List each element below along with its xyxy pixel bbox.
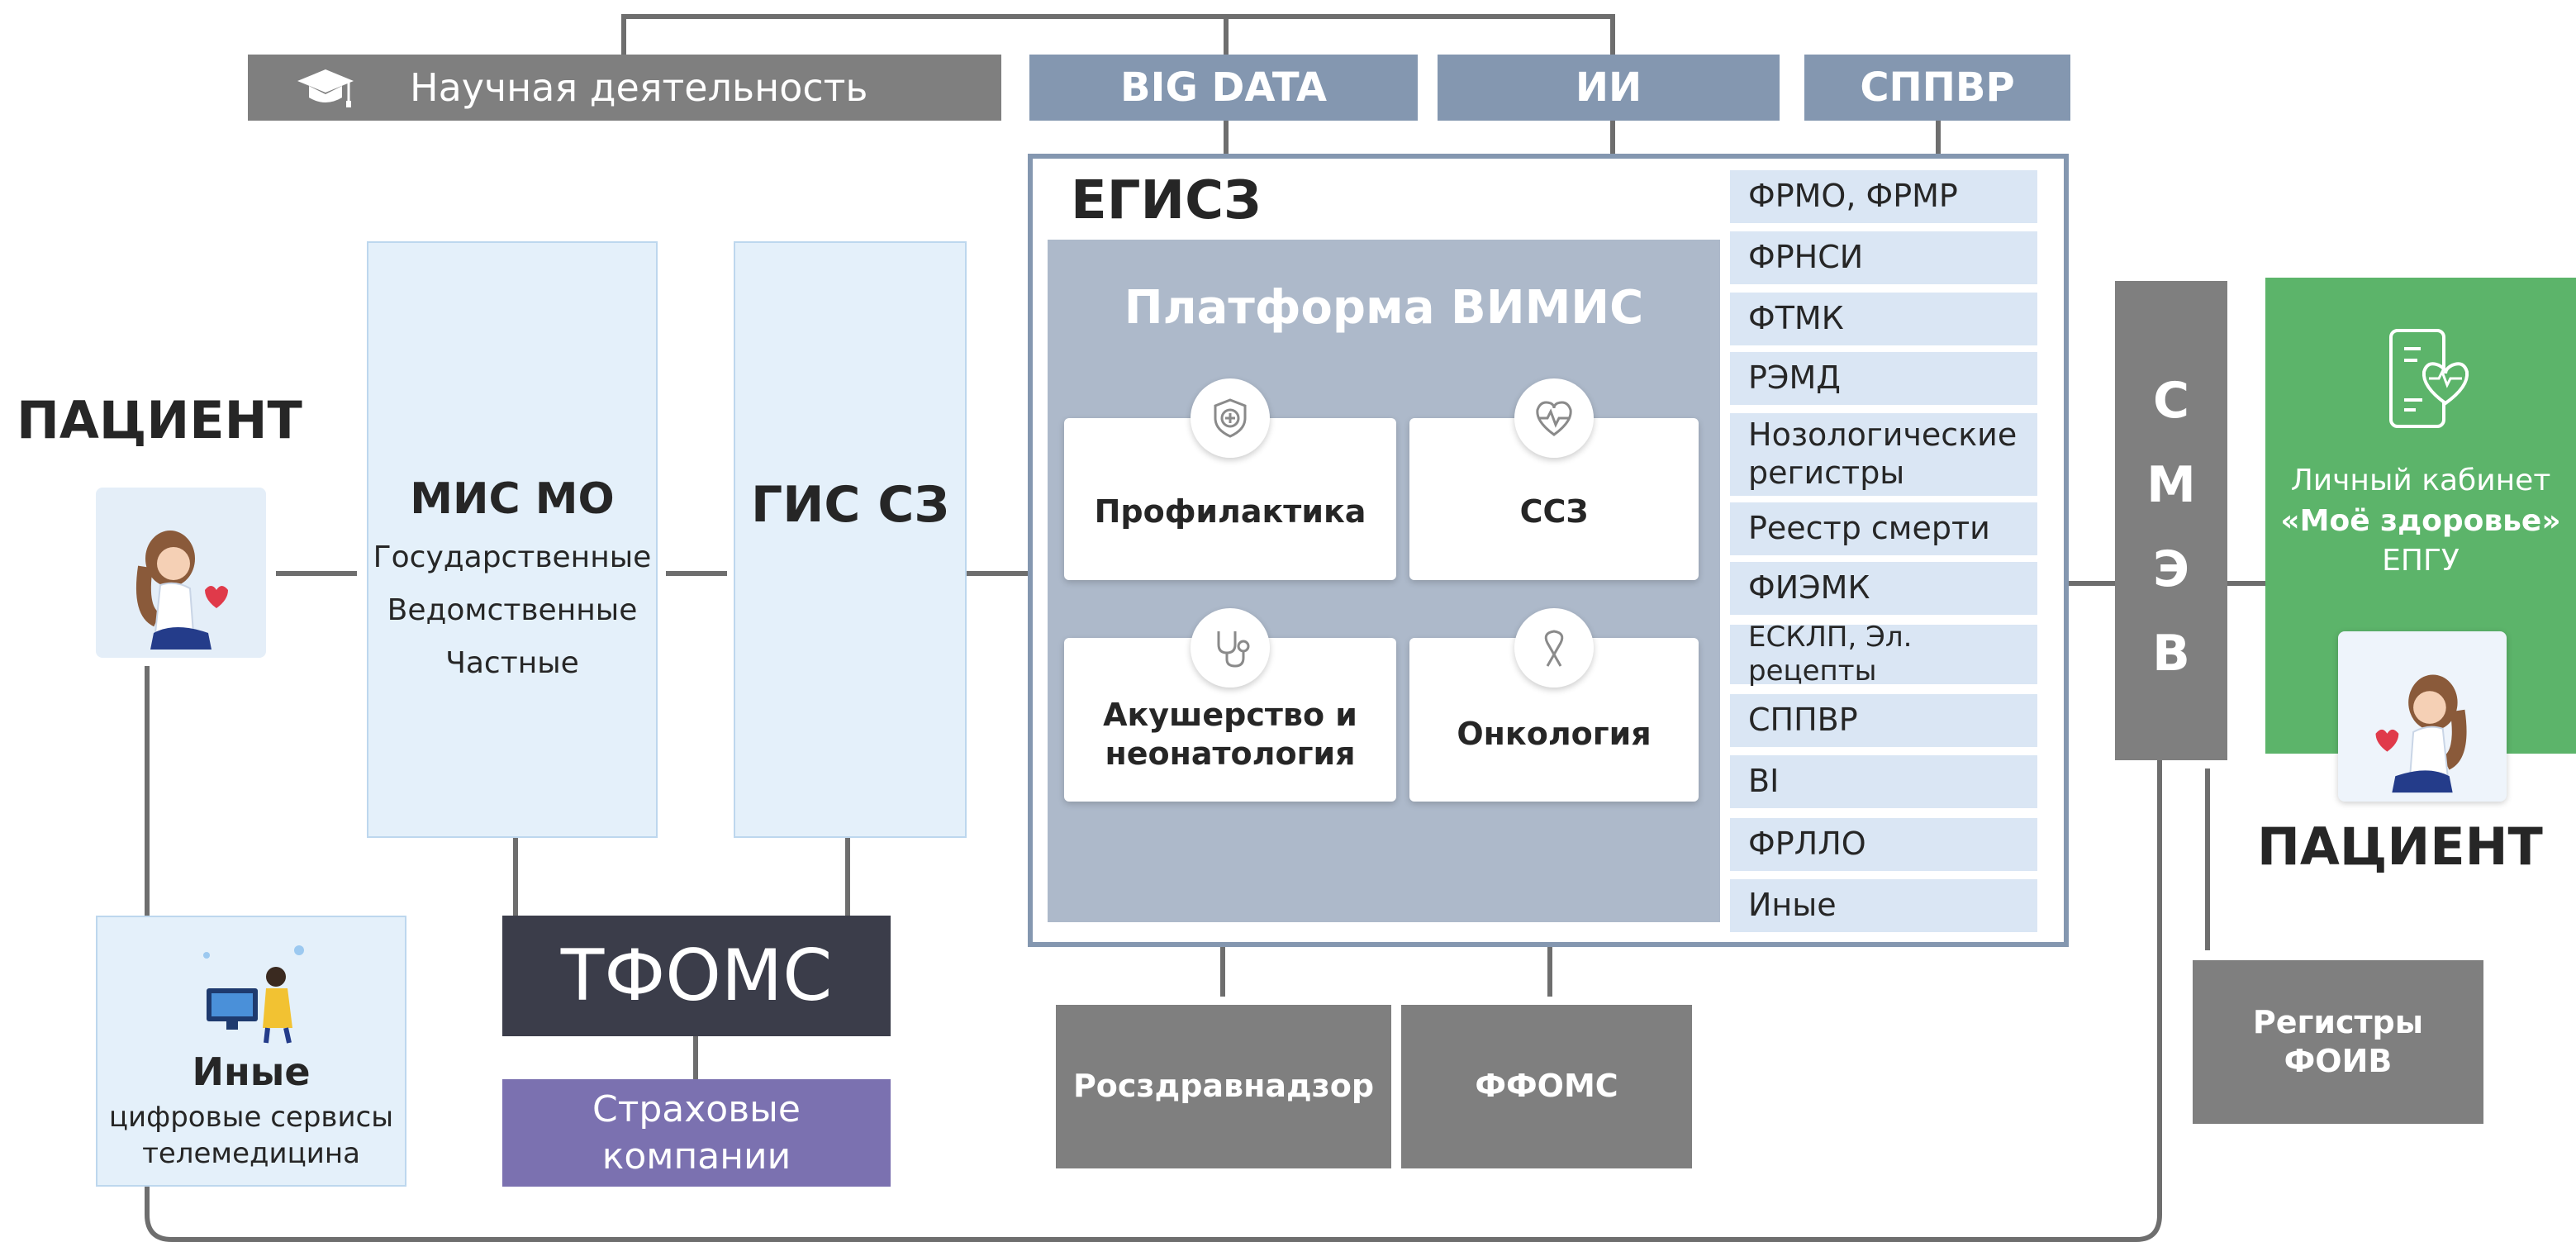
shield-cross-icon	[1191, 378, 1270, 458]
registry-item: ФТМК	[1730, 293, 2037, 345]
tfoms-box: ТФОМС	[502, 916, 891, 1036]
vimis-card-label: Акушерство и	[1103, 696, 1357, 733]
gis-sz-panel	[734, 241, 967, 838]
registry-item-nosological: Нозологические регистры	[1730, 413, 2037, 496]
smev-letter: Э	[2152, 540, 2190, 598]
other-services-title: Иные	[192, 1049, 311, 1094]
ai-box: ИИ	[1438, 55, 1780, 121]
foiv-registries-box: Регистры ФОИВ	[2193, 960, 2483, 1124]
sppvr-box: СППВР	[1804, 55, 2070, 121]
insurance-line-1: Страховые	[592, 1087, 801, 1130]
insurance-line-2: компании	[601, 1135, 791, 1178]
registry-item: BI	[1730, 755, 2037, 808]
science-activity-label: Научная деятельность	[410, 65, 868, 110]
other-services-box: Иные цифровые сервисы телемедицина	[96, 916, 406, 1187]
cabinet-line-1: Личный кабинет	[2290, 464, 2551, 497]
patient-illustration	[2375, 674, 2467, 793]
registry-item: ФИЭМК	[1730, 562, 2037, 615]
registry-item: ФРЛЛО	[1730, 818, 2037, 871]
mis-mo-title: МИС МО	[410, 474, 615, 524]
patient-avatar-right	[2338, 631, 2507, 802]
ffoms-box: ФФОМС	[1401, 1005, 1692, 1168]
heart-pulse-icon	[1514, 378, 1594, 458]
other-services-line-2: телемедицина	[142, 1137, 360, 1170]
registry-item: ЕСКЛП, Эл. рецепты	[1730, 621, 2037, 688]
foiv-line-2: ФОИВ	[2284, 1043, 2393, 1079]
insurance-companies-box: Страховые компании	[502, 1079, 891, 1187]
phone-heart-icon	[2389, 329, 2469, 428]
smev-box: С М Э В	[2115, 281, 2227, 760]
stethoscope-icon	[1191, 608, 1270, 688]
telemedicine-illustration	[203, 945, 304, 1044]
cabinet-line-3: ЕПГУ	[2382, 544, 2460, 578]
smev-letter: М	[2146, 456, 2196, 514]
registry-item: ФРМО, ФРМР	[1730, 170, 2037, 223]
vimis-platform-title: Платформа ВИМИС	[1124, 281, 1644, 335]
patient-illustration	[135, 531, 228, 650]
vimis-card-label: ССЗ	[1519, 493, 1589, 531]
registry-item: Реестр смерти	[1730, 502, 2037, 555]
vimis-card-prevention: Профилактика	[1064, 418, 1396, 580]
egisz-title: ЕГИСЗ	[1071, 170, 1262, 231]
mis-mo-panel	[367, 241, 658, 838]
gis-sz-title: ГИС СЗ	[750, 476, 950, 534]
smev-letter: С	[2152, 372, 2190, 430]
vimis-card-oncology: Онкология	[1409, 638, 1699, 802]
roszdravnadzor-box: Росздравнадзор	[1056, 1005, 1391, 1168]
patient-title-left: ПАЦИЕНТ	[17, 390, 302, 450]
foiv-line-1: Регистры	[2252, 1003, 2424, 1040]
smev-letter: В	[2152, 625, 2190, 683]
registry-line: регистры	[1748, 454, 1905, 491]
other-services-line-1: цифровые сервисы	[108, 1101, 394, 1134]
patient-avatar-left	[96, 488, 266, 658]
registry-item: СППВР	[1730, 694, 2037, 747]
patient-title-right: ПАЦИЕНТ	[2257, 816, 2543, 877]
big-data-box: BIG DATA	[1029, 55, 1418, 121]
vimis-card-label: Профилактика	[1094, 493, 1366, 531]
cabinet-line-2: «Моё здоровье»	[2280, 503, 2561, 538]
registry-item: РЭМД	[1730, 352, 2037, 405]
mis-item-departmental: Ведомственные	[387, 593, 638, 627]
vimis-card-label: неонатология	[1105, 735, 1356, 772]
registry-item: ФРНСИ	[1730, 231, 2037, 284]
science-activity-box: Научная деятельность	[248, 55, 1001, 121]
registry-item: Иные	[1730, 879, 2037, 932]
graduation-cap-icon	[297, 69, 354, 107]
awareness-ribbon-icon	[1514, 608, 1594, 688]
mis-item-private: Частные	[445, 646, 579, 680]
mis-item-state: Государственные	[373, 540, 652, 574]
vimis-platform	[1048, 240, 1720, 922]
registry-line: Нозологические	[1748, 416, 2018, 454]
vimis-card-label: Онкология	[1457, 716, 1652, 753]
